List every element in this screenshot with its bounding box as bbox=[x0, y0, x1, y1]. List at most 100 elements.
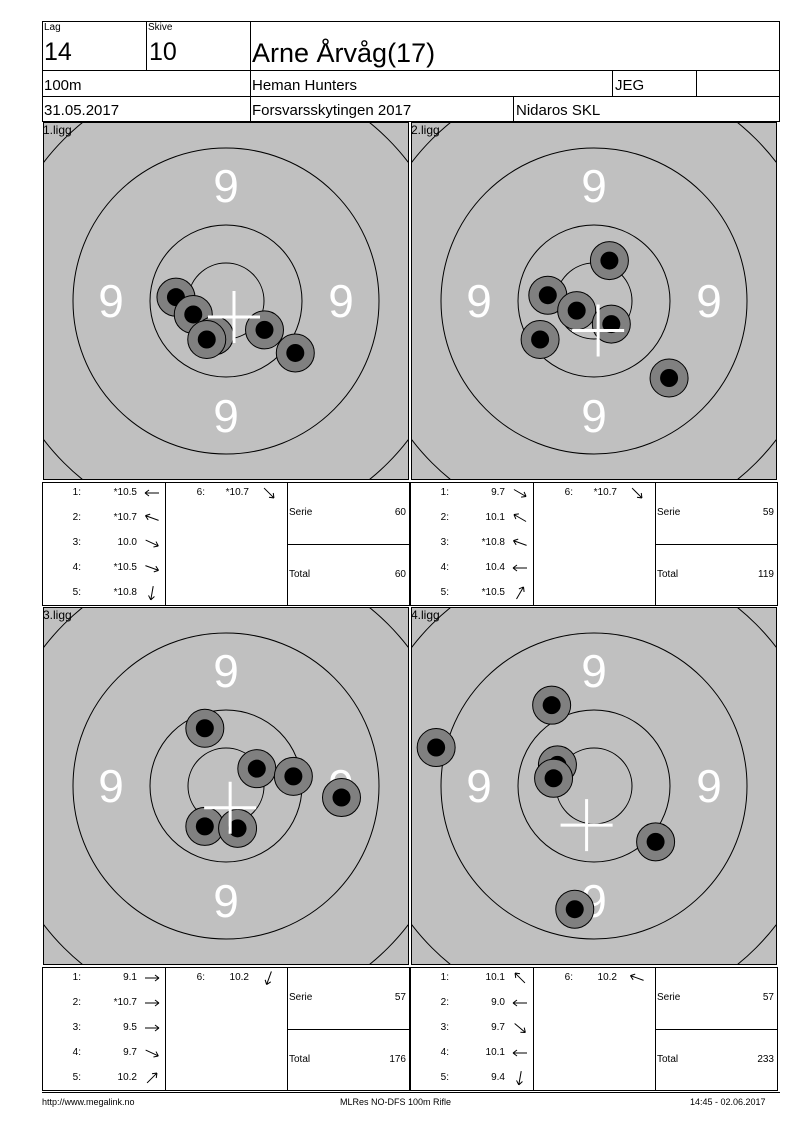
shot-score: 10.1 bbox=[485, 1047, 505, 1058]
shot-score: 10.1 bbox=[485, 512, 505, 523]
direction-arrow-icon bbox=[142, 994, 162, 1012]
footer-timestamp: 14:45 - 02.06.2017 bbox=[690, 1097, 766, 1107]
shot-row: 3:9.7 bbox=[411, 1022, 532, 1034]
footer-url[interactable]: http://www.megalink.no bbox=[42, 1097, 135, 1107]
shot-number: 4: bbox=[72, 1047, 81, 1058]
table-border bbox=[410, 967, 411, 1091]
shot-row: 5: *10.8 bbox=[43, 584, 164, 602]
event-name: Forsvarsskytingen 2017 bbox=[252, 102, 412, 119]
shot-hole bbox=[542, 696, 561, 715]
shot-hole bbox=[660, 369, 679, 387]
shot-score: 10.0 bbox=[117, 537, 137, 548]
shot-hole bbox=[197, 330, 216, 349]
table-border bbox=[42, 1090, 409, 1091]
total-value: 233 bbox=[757, 1054, 774, 1065]
shot-row: 5:9.4 bbox=[411, 1071, 532, 1086]
shot-number: 5: bbox=[72, 587, 81, 598]
total-value: 176 bbox=[389, 1054, 406, 1065]
skive-value: 10 bbox=[149, 38, 177, 66]
shot-row: 2:*10.7 bbox=[43, 997, 164, 1009]
table-border bbox=[410, 482, 777, 483]
shot-number: 1: bbox=[72, 972, 81, 983]
direction-arrow-icon bbox=[142, 559, 162, 577]
ring-number-label: 9 bbox=[581, 645, 607, 697]
shot-number: 6: bbox=[196, 972, 205, 983]
shot-score: 10.2 bbox=[117, 1072, 137, 1083]
shot-row: 6: 10.2 bbox=[167, 969, 288, 987]
total-label: Total bbox=[657, 1054, 679, 1065]
direction-arrow-icon bbox=[510, 584, 530, 602]
ring-number-label: 9 bbox=[466, 275, 492, 327]
event-date: 31.05.2017 bbox=[44, 102, 120, 119]
direction-arrow-icon bbox=[627, 484, 647, 502]
direction-arrow-icon bbox=[142, 484, 162, 502]
table-border bbox=[42, 482, 43, 606]
table-border bbox=[410, 605, 777, 606]
shot-hole bbox=[600, 251, 619, 270]
shot-number: 1: bbox=[72, 487, 81, 498]
shot-hole bbox=[228, 819, 247, 838]
shot-score: *10.8 bbox=[113, 587, 137, 598]
direction-arrow-icon bbox=[510, 509, 530, 527]
shot-row: 5:*10.5 bbox=[411, 584, 532, 602]
target-ring bbox=[517, 224, 671, 378]
shot-hole bbox=[602, 315, 621, 334]
ring-number-label: 9 bbox=[328, 275, 354, 327]
ring-number-label: 9 bbox=[696, 275, 722, 327]
serie-label: Serie bbox=[289, 507, 313, 518]
serie-value: 57 bbox=[762, 992, 774, 1003]
distance: 100m bbox=[44, 77, 82, 94]
shot-row: 1:9.7 bbox=[411, 487, 532, 499]
series-name: 1.ligg bbox=[43, 123, 72, 137]
shot-hole bbox=[255, 320, 274, 339]
direction-arrow-icon bbox=[627, 969, 647, 987]
shot-number: 6: bbox=[564, 972, 573, 983]
shot-row: 1:9.1 bbox=[43, 972, 164, 984]
group-center-crosshair bbox=[572, 304, 625, 357]
target-background bbox=[412, 608, 776, 964]
shot-score: *10.7 bbox=[113, 512, 137, 523]
ring-number-label: 9 bbox=[213, 645, 239, 697]
shot-score: 10.2 bbox=[229, 972, 249, 983]
direction-arrow-icon bbox=[259, 969, 279, 987]
shot-number: 2: bbox=[72, 997, 81, 1008]
table-border bbox=[533, 482, 534, 606]
shot-number: 4: bbox=[440, 562, 449, 573]
shot-number: 4: bbox=[72, 562, 81, 573]
table-border bbox=[42, 967, 409, 968]
shot-number: 3: bbox=[72, 1022, 81, 1033]
direction-arrow-icon bbox=[142, 969, 162, 987]
serie-value: 59 bbox=[762, 507, 774, 518]
total-value: 119 bbox=[758, 569, 774, 580]
shot-number: 2: bbox=[440, 512, 449, 523]
shot-number: 1: bbox=[440, 972, 449, 983]
shot-score: 9.7 bbox=[491, 1022, 505, 1033]
shot-row: 2: 10.1 bbox=[411, 512, 532, 524]
shot-row: 1:10.1 bbox=[411, 972, 532, 984]
ring-number-label: 9 bbox=[696, 760, 722, 812]
shot-score: *10.7 bbox=[593, 487, 617, 498]
direction-arrow-icon bbox=[510, 969, 530, 987]
direction-arrow-icon bbox=[142, 584, 162, 602]
table-border bbox=[656, 544, 778, 545]
total-label: Total bbox=[289, 569, 311, 580]
shot-score: 9.0 bbox=[491, 997, 505, 1008]
total-label: Total bbox=[289, 1054, 311, 1065]
table-border bbox=[165, 967, 166, 1091]
direction-arrow-icon bbox=[142, 534, 162, 552]
table-border bbox=[42, 967, 43, 1091]
group-center-crosshair bbox=[560, 799, 613, 852]
ring-number-label: 9 bbox=[581, 160, 607, 212]
shot-number: 5: bbox=[72, 1072, 81, 1083]
target-ring bbox=[149, 224, 303, 378]
series-name: 4.ligg bbox=[411, 608, 440, 622]
shot-row: 1:*10.5 bbox=[43, 487, 164, 499]
shot-score: 10.4 bbox=[485, 562, 505, 573]
table-border bbox=[42, 605, 409, 606]
serie-label: Serie bbox=[289, 992, 313, 1003]
table-border bbox=[410, 967, 777, 968]
serie-label: Serie bbox=[657, 992, 681, 1003]
